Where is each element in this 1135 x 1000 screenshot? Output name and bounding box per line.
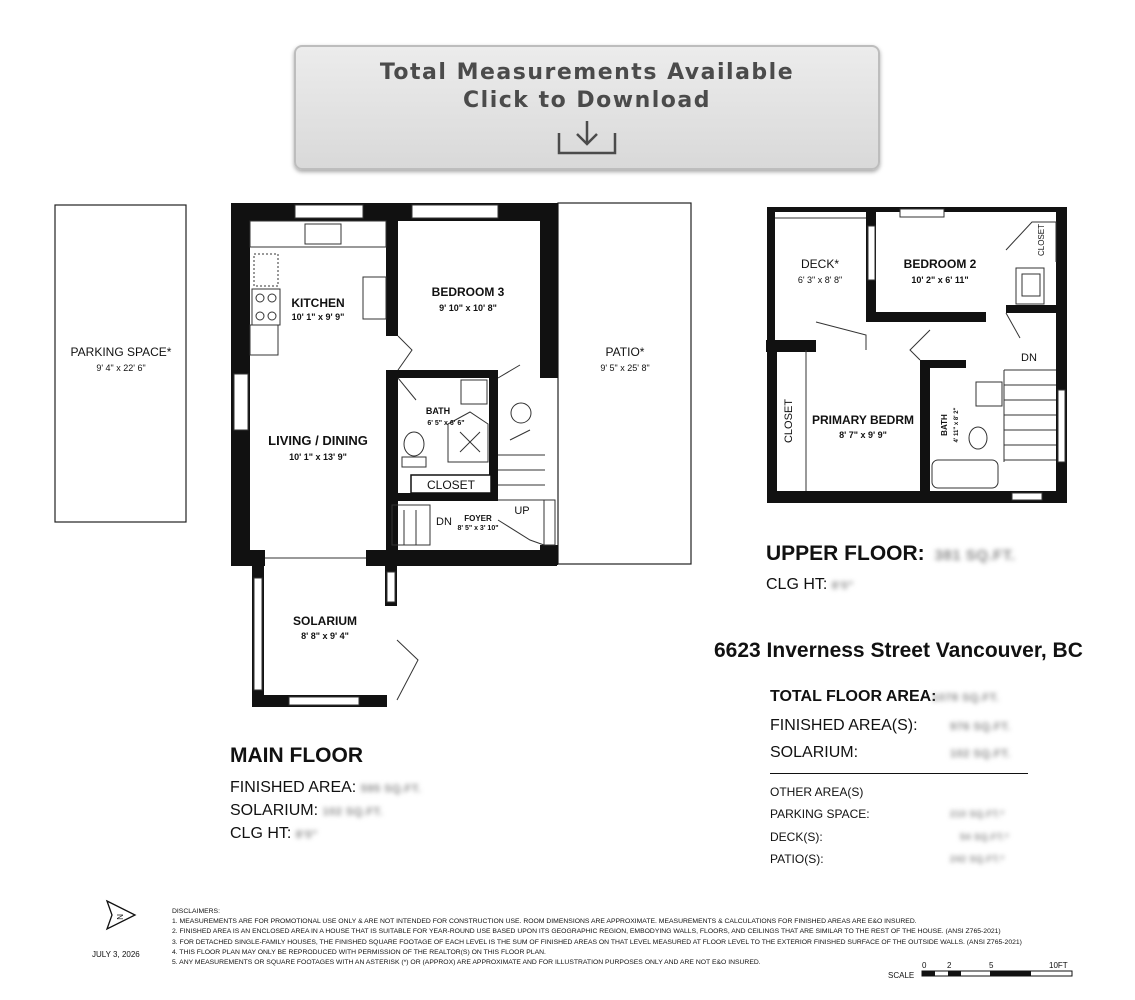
main-solarium-area: SOLARIUM: 102 SQ.FT. bbox=[230, 802, 383, 820]
upper-dn-label: DN bbox=[1021, 352, 1037, 364]
parking-space-label: PARKING SPACE: bbox=[770, 807, 870, 821]
bath-label: BATH bbox=[426, 406, 450, 416]
main-floor-windows bbox=[233, 204, 556, 546]
finished-areas-value: 976 SQ.FT. bbox=[950, 721, 1011, 733]
bath-dim: 6' 5" x 6' 6" bbox=[427, 420, 464, 427]
closet-label: CLOSET bbox=[427, 478, 476, 492]
upper-bath-label: BATH bbox=[940, 414, 949, 436]
main-floor-title: MAIN FLOOR bbox=[230, 744, 363, 767]
living-dim: 10' 1" x 13' 9" bbox=[289, 452, 347, 462]
disclaimer-item: 5. ANY MEASUREMENTS OR SQUARE FOOTAGES W… bbox=[172, 959, 761, 967]
parking-space-outline bbox=[54, 204, 187, 523]
main-clg-label: CLG HT: bbox=[230, 825, 292, 842]
disclaimers: DISCLAIMERS: 1. MEASUREMENTS ARE FOR PRO… bbox=[172, 907, 1082, 968]
scale-tick-10: 10FT bbox=[1049, 961, 1068, 970]
bedroom2-label: BEDROOM 2 bbox=[904, 257, 977, 271]
upper-bath-dim: 4' 11" x 8' 2" bbox=[954, 407, 960, 442]
primary-bedroom-label: PRIMARY BEDRM bbox=[812, 413, 914, 427]
north-arrow-letter: N bbox=[115, 914, 124, 920]
other-areas-label: OTHER AREA(S) bbox=[770, 785, 864, 799]
parking-label: PARKING SPACE* bbox=[71, 345, 172, 359]
main-finished-label: FINISHED AREA: bbox=[230, 779, 357, 796]
upper-floor-title: UPPER FLOOR: 381 SQ.FT. bbox=[766, 542, 1015, 566]
upper-clg-height: CLG HT: 8'0" bbox=[766, 576, 854, 594]
scale-tick-5: 5 bbox=[989, 961, 994, 970]
up-label: UP bbox=[514, 505, 529, 517]
patios-value: 242 SQ.FT.* bbox=[950, 854, 1005, 864]
disclaimer-item: 2. FINISHED AREA IS AN ENCLOSED AREA IN … bbox=[172, 928, 1001, 936]
parking-dim: 9' 4" x 22' 6" bbox=[96, 363, 145, 373]
scale-tick-0: 0 bbox=[922, 961, 927, 970]
patio-dim: 9' 5" x 25' 8" bbox=[600, 363, 649, 373]
decks-label: DECK(S): bbox=[770, 830, 823, 844]
totals-panel: TOTAL FLOOR AREA: 1078 SQ.FT. FINISHED A… bbox=[770, 688, 1028, 868]
foyer-label: FOYER bbox=[464, 514, 492, 523]
deck-dim: 6' 3" x 8' 8" bbox=[798, 275, 842, 285]
patio-label: PATIO* bbox=[606, 345, 645, 359]
total-floor-area-label: TOTAL FLOOR AREA: bbox=[770, 688, 937, 705]
decks-value: 54 SQ.FT.* bbox=[960, 832, 1010, 842]
download-icon bbox=[557, 121, 617, 155]
solarium-total-value: 102 SQ.FT. bbox=[950, 748, 1011, 760]
patios-label: PATIO(S): bbox=[770, 852, 824, 866]
finished-areas-label: FINISHED AREA(S): bbox=[770, 717, 918, 734]
total-floor-area-value: 1078 SQ.FT. bbox=[932, 692, 1000, 704]
parking-space-value: 210 SQ.FT.* bbox=[950, 809, 1005, 819]
bedroom3-label: BEDROOM 3 bbox=[432, 285, 505, 299]
foyer-dim: 8' 5" x 3' 10" bbox=[457, 525, 498, 532]
plan-date: JULY 3, 2026 bbox=[92, 950, 140, 959]
kitchen-dim: 10' 1" x 9' 9" bbox=[292, 312, 345, 322]
upper-clg-value: 8'0" bbox=[831, 580, 854, 592]
solarium-dim: 8' 8" x 9' 4" bbox=[301, 631, 349, 641]
bedroom3-dim: 9' 10" x 10' 8" bbox=[439, 303, 497, 313]
main-finished-value: 595 SQ.FT. bbox=[360, 783, 422, 795]
upper-floor-title-text: UPPER FLOOR: bbox=[766, 542, 925, 565]
banner-title: Total Measurements Available bbox=[379, 60, 795, 85]
kitchen-label: KITCHEN bbox=[291, 296, 344, 310]
floor-plan-drawing: PARKING SPACE* 9' 4" x 22' 6" PATIO* 9' … bbox=[54, 202, 1067, 707]
main-clg-value: 8'0" bbox=[295, 829, 318, 841]
patio-outline bbox=[557, 202, 692, 565]
north-arrow-icon: N bbox=[105, 899, 137, 931]
upper-closet-label: CLOSET bbox=[783, 399, 795, 443]
primary-bedroom-dim: 8' 7" x 9' 9" bbox=[839, 430, 887, 440]
main-finished-area: FINISHED AREA: 595 SQ.FT. bbox=[230, 779, 421, 797]
scale-bar: 0 2 5 10FT SCALE bbox=[888, 961, 1073, 980]
main-clg-height: CLG HT: 8'0" bbox=[230, 825, 318, 843]
main-solarium-label: SOLARIUM: bbox=[230, 802, 319, 819]
main-solarium-value: 102 SQ.FT. bbox=[322, 806, 384, 818]
solarium-total-label: SOLARIUM: bbox=[770, 744, 859, 761]
upper-closet-small-label: CLOSET bbox=[1037, 224, 1046, 256]
bedroom2-dim: 10' 2" x 6' 11" bbox=[911, 275, 968, 285]
main-floor-walls bbox=[231, 203, 558, 566]
disclaimer-item: 3. FOR DETACHED SINGLE-FAMILY HOUSES, TH… bbox=[172, 938, 1022, 946]
disclaimer-item: 1. MEASUREMENTS ARE FOR PROMOTIONAL USE … bbox=[172, 918, 917, 926]
disclaimer-item: 4. THIS FLOOR PLAN MAY ONLY BE REPRODUCE… bbox=[172, 948, 546, 956]
scale-label: SCALE bbox=[888, 971, 914, 980]
property-address: 6623 Inverness Street Vancouver, BC bbox=[714, 639, 1083, 662]
download-measurements-button[interactable]: Total Measurements Available Click to Do… bbox=[294, 45, 880, 170]
upper-clg-label: CLG HT: bbox=[766, 576, 828, 593]
solarium-label: SOLARIUM bbox=[293, 614, 357, 628]
disclaimers-title: DISCLAIMERS: bbox=[172, 908, 220, 915]
totals-divider bbox=[770, 773, 1028, 774]
dn-label: DN bbox=[436, 516, 452, 528]
living-label: LIVING / DINING bbox=[268, 433, 368, 448]
upper-floor-area-value: 381 SQ.FT. bbox=[934, 547, 1016, 564]
scale-tick-2: 2 bbox=[947, 961, 952, 970]
banner-subtitle: Click to Download bbox=[463, 88, 711, 113]
deck-label: DECK* bbox=[801, 257, 839, 271]
